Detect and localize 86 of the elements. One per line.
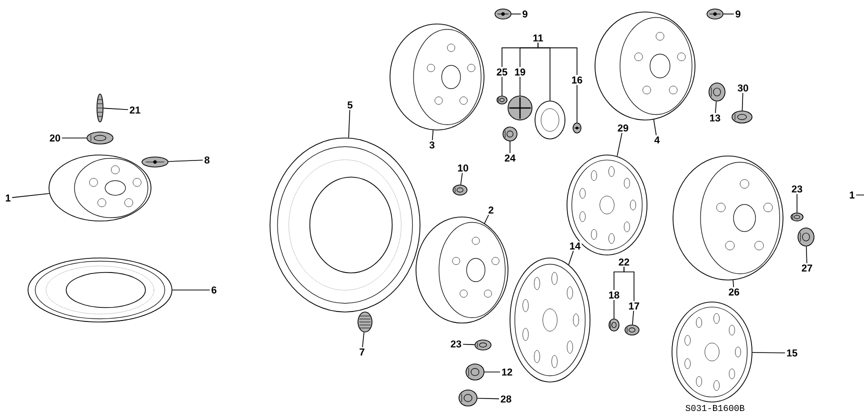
nut-drawing — [502, 126, 518, 142]
bolt-drawing — [96, 94, 104, 122]
leader-line — [742, 92, 744, 111]
nut-drawing — [474, 340, 492, 350]
leader-line — [715, 100, 717, 114]
callout-number: 6 — [210, 285, 218, 295]
leader-line — [168, 160, 204, 162]
callout-number: 5 — [346, 100, 354, 110]
callout-number: 12 — [500, 367, 514, 377]
clip-drawing — [572, 122, 582, 134]
bolt-drawing — [358, 312, 372, 332]
callout-number: 17 — [627, 301, 641, 311]
leader-line — [752, 352, 786, 354]
clip-drawing — [706, 8, 724, 20]
nut-drawing — [86, 132, 114, 144]
callout-number: 10 — [456, 163, 470, 173]
callout-number: 29 — [616, 123, 630, 133]
wheel-drawing — [594, 12, 696, 120]
callout-number: 23 — [449, 339, 463, 349]
callout-number: 16 — [570, 75, 584, 85]
callout-number: 13 — [708, 113, 722, 123]
callout-number: 22 — [617, 257, 631, 267]
callout-number: 23 — [790, 184, 804, 194]
center-cap-drawing — [534, 100, 566, 140]
nut-drawing — [458, 390, 478, 406]
nut-drawing — [624, 324, 640, 336]
nut-drawing — [790, 212, 804, 222]
callout-number: 7 — [358, 347, 366, 357]
leader-line — [568, 250, 574, 266]
leader-line — [732, 280, 734, 288]
callout-number: 14 — [568, 241, 582, 251]
callout-number: 3 — [428, 140, 436, 150]
callout-number: 8 — [203, 155, 211, 165]
hubcap-drawing — [566, 154, 648, 256]
callout-number: 27 — [800, 263, 814, 273]
callout-number: 30 — [736, 83, 750, 93]
leader-line — [632, 310, 634, 325]
wheel-drawing — [672, 156, 784, 280]
wheel-drawing — [48, 154, 152, 222]
tire-drawing — [28, 258, 172, 322]
leader-line — [348, 109, 350, 138]
leader-line — [103, 108, 128, 110]
callout-number: 26 — [727, 287, 741, 297]
nut-drawing — [466, 364, 484, 380]
leader-line — [653, 119, 657, 136]
clip-drawing — [142, 156, 168, 168]
spider-clip-drawing — [508, 96, 532, 120]
callout-number: 25 — [495, 67, 509, 77]
leader-line — [362, 332, 364, 348]
callout-number: 11 — [532, 33, 544, 43]
hubcap-drawing — [672, 302, 752, 402]
nut-drawing — [452, 184, 468, 196]
callout-number: 18 — [607, 290, 621, 300]
leader-line — [484, 214, 490, 224]
leader-line — [432, 130, 434, 140]
callout-number: 4 — [653, 135, 661, 145]
nut-drawing — [496, 96, 508, 104]
wheel-drawing — [390, 24, 484, 130]
callout-number: 20 — [48, 133, 62, 143]
leader-line — [12, 193, 50, 198]
leader-line — [796, 194, 798, 213]
callout-number: 19 — [513, 67, 527, 77]
bracket-line — [538, 42, 578, 76]
callout-number: 2 — [487, 205, 495, 215]
callout-number: 28 — [499, 394, 513, 404]
callout-number: 1 — [848, 190, 856, 200]
callout-number: 1 — [4, 193, 12, 203]
wheel-drawing — [416, 216, 508, 324]
callout-number: 24 — [503, 153, 517, 163]
leader-line — [856, 194, 864, 196]
callout-number: 15 — [785, 348, 799, 358]
clip-drawing — [494, 8, 512, 20]
nut-drawing — [798, 228, 814, 246]
leader-line — [576, 84, 578, 123]
callout-number: 21 — [128, 105, 142, 115]
leader-line — [477, 398, 500, 400]
nut-drawing — [732, 110, 752, 124]
nut-drawing — [708, 82, 726, 102]
leader-line — [616, 132, 622, 157]
nut-drawing — [608, 318, 620, 332]
leader-line — [806, 246, 808, 264]
bracket-line — [624, 266, 634, 302]
leader-line — [462, 344, 476, 346]
leader-line — [460, 172, 463, 186]
callout-number: 9 — [734, 9, 742, 19]
callout-number: 9 — [521, 9, 529, 19]
